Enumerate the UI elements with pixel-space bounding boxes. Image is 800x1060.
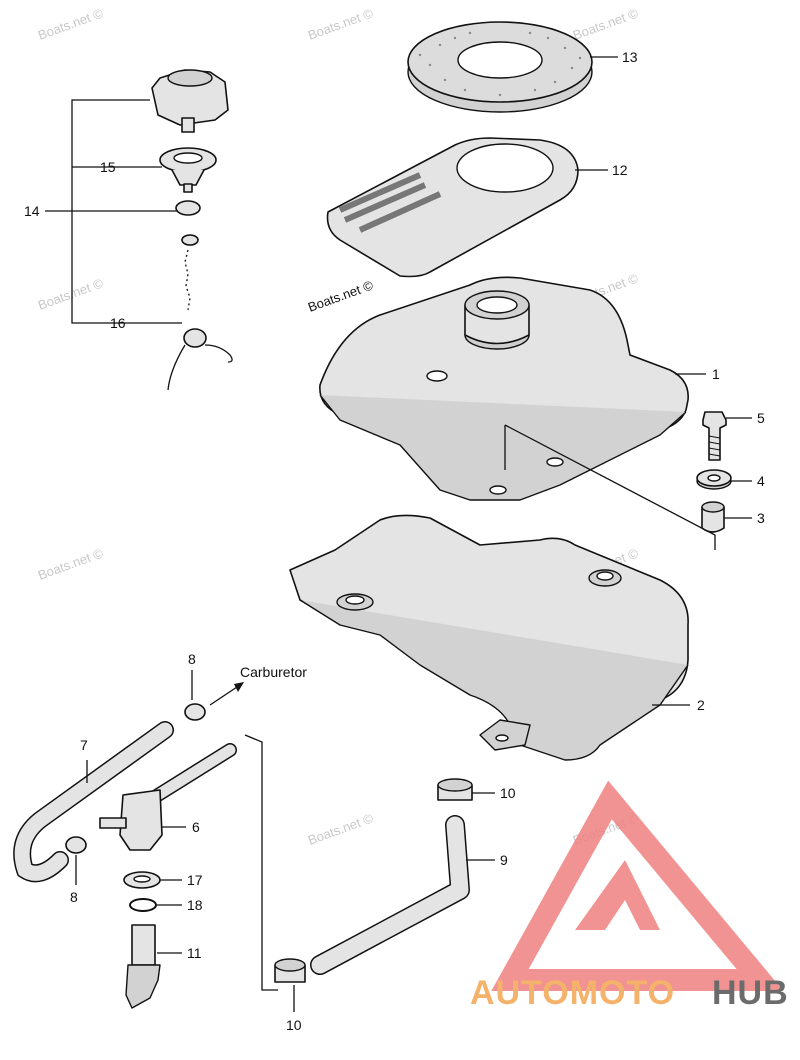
logo-text-automoto: AUTOMOTO (470, 974, 675, 1012)
part-8-clip-lower (65, 836, 87, 854)
logo-triangle-icon (491, 780, 784, 991)
carburetor-label: Carburetor (240, 664, 307, 680)
assembly-line (504, 424, 716, 550)
logo-text-hub: HUB (712, 974, 789, 1012)
leader-lines (75, 56, 752, 1012)
part-4-washer (696, 469, 732, 490)
watermark: Boats.net © (571, 5, 641, 43)
watermark: Boats.net © (36, 5, 106, 43)
callout-17: 15 (100, 159, 116, 175)
part-5-bolt (702, 411, 727, 461)
callout-18: 16 (110, 315, 126, 331)
callout-5: 5 (757, 410, 765, 426)
callout-12: 18 (187, 897, 203, 913)
callout-14: 12 (612, 162, 628, 178)
callout-10-upper: 10 (500, 785, 516, 801)
callouts: 13 12 1 5 4 3 2 15 14 16 8 7 6 8 17 18 1… (24, 49, 765, 1033)
part-2-tank-tray (289, 514, 689, 761)
part-18-chain (167, 234, 233, 391)
part-9-fuel-hose (310, 815, 470, 975)
part-15-foam-filter (407, 21, 593, 113)
callout-9: 9 (500, 852, 508, 868)
callout-7: 7 (80, 737, 88, 753)
callout-16: 14 (24, 203, 40, 219)
callout-15: 13 (622, 49, 638, 65)
callout-6: 6 (192, 819, 200, 835)
part-10-clip-upper (437, 778, 473, 801)
part-11-strainer (125, 924, 161, 1009)
part-16-fuel-cap (151, 69, 229, 133)
callout-3: 3 (757, 510, 765, 526)
callout-8-upper: 8 (188, 651, 196, 667)
part-17-gasket (159, 147, 217, 193)
watermark: Boats.net © (306, 277, 376, 315)
part-8-clip-upper (184, 703, 206, 721)
part-1-fuel-tank (319, 276, 689, 501)
part-3-collar (701, 501, 725, 533)
part-12-o-ring (129, 898, 157, 912)
callout-1: 1 (712, 366, 720, 382)
part-16-clip (175, 200, 201, 216)
part-6-fuel-valve (99, 743, 237, 851)
callout-10-lower: 10 (286, 1017, 302, 1033)
callout-8-lower: 8 (70, 889, 78, 905)
assembly-line (244, 734, 278, 991)
callout-13: 17 (187, 872, 203, 888)
watermark: Boats.net © (306, 5, 376, 43)
callout-4: 4 (757, 473, 765, 489)
part-13-washer (123, 871, 161, 889)
watermark: Boats.net © (36, 545, 106, 583)
part-7-fuel-hose (13, 721, 174, 883)
part-14-pad (326, 137, 579, 278)
callout-2: 2 (697, 697, 705, 713)
watermark: Boats.net © (36, 275, 106, 313)
part-10-clip-lower (274, 958, 306, 983)
callout-11: 11 (187, 945, 202, 961)
automotohub-logo: AUTOMOTO HUB (470, 780, 789, 1012)
watermark: Boats.net © (306, 810, 376, 848)
carburetor-arrow (209, 682, 244, 706)
